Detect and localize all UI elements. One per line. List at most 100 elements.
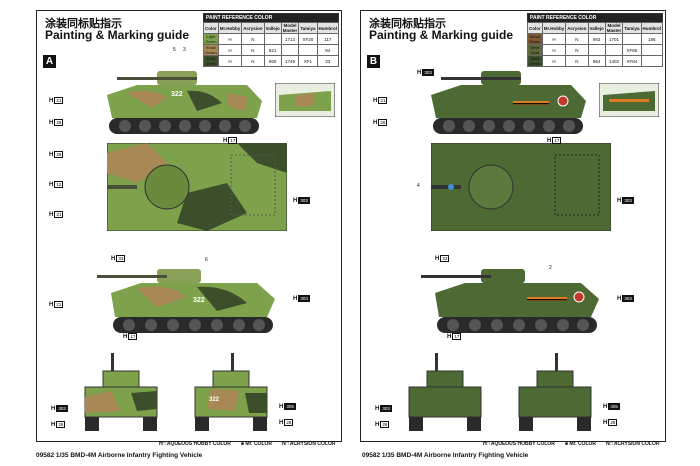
color-swatch: Wood Brown — [527, 33, 543, 45]
paint-reference-title: PAINT REFERENCE COLOR — [527, 13, 663, 23]
cell: XF1 — [298, 55, 318, 67]
vehicle-side-view-lower — [421, 269, 599, 333]
vehicle-side-view-green — [431, 71, 586, 134]
detail-inset — [599, 83, 659, 117]
color-swatch: Olive Drab — [527, 44, 543, 56]
cell — [280, 44, 300, 56]
cell: 964 — [587, 55, 606, 67]
vehicle-rear-view — [518, 353, 592, 431]
cell: 1713 — [280, 33, 300, 45]
vehicle-number: 322 — [209, 397, 220, 403]
table-row: Khaki Brown H N 821 84 — [203, 44, 339, 56]
panel-letter: A — [43, 55, 56, 68]
cell: 117 — [316, 33, 339, 45]
cell: H — [541, 33, 567, 45]
cell: 983 — [587, 33, 606, 45]
cell: N — [241, 44, 265, 56]
cell: XF20 — [298, 33, 318, 45]
color-swatch: Light Green — [203, 33, 219, 45]
paint-reference-title: PAINT REFERENCE COLOR — [203, 13, 339, 23]
cell: N — [241, 55, 265, 67]
col-header: Tamiya — [622, 22, 642, 34]
legend-mr-color: ■ Mr. COLOR — [564, 441, 596, 447]
cell: N — [565, 55, 589, 67]
cell: N — [241, 33, 265, 45]
table-row: Light Green H N 1713 XF20 117 — [203, 33, 339, 45]
cell — [298, 44, 318, 56]
col-header: Model Master — [280, 22, 300, 34]
cell — [263, 33, 282, 45]
cell: 1749 — [280, 55, 300, 67]
footer-left: 09582 1/35 BMD-4M Airborne Infantry Figh… — [36, 452, 203, 459]
cell: 1402 — [604, 55, 624, 67]
col-header: Tamiya — [298, 22, 318, 34]
cell: 186 — [640, 33, 663, 45]
callout-4: 4 — [417, 183, 420, 189]
detail-inset — [275, 83, 335, 117]
callout-3: 3 — [183, 47, 186, 53]
col-header: Color — [527, 22, 543, 34]
cell — [587, 44, 606, 56]
cell: N — [565, 33, 589, 45]
footer-right: 09582 1/35 BMD-4M Airborne Infantry Figh… — [362, 452, 529, 459]
legend-acrysion: N□ ACRYSION COLOR — [606, 441, 660, 447]
cell: 84 — [316, 44, 339, 56]
cell — [640, 44, 663, 56]
cell: 950 — [263, 55, 282, 67]
legend-acrysion: N□ ACRYSION COLOR — [282, 441, 336, 447]
col-header: Humbrol — [316, 22, 339, 34]
cell — [604, 44, 624, 56]
table-row: Dark Green H N 950 1749 XF1 33 — [203, 55, 339, 67]
vehicle-front-view — [84, 353, 158, 431]
cell: XF84 — [622, 55, 642, 67]
col-header: Acrysion — [565, 22, 589, 34]
paint-reference-table: PAINT REFERENCE COLOR Color Mr.Hobby Acr… — [527, 13, 663, 67]
paint-legend: H□ AQUEOUS HOBBY COLOR ■ Mr. COLOR N□ AC… — [159, 441, 335, 447]
legend-mr-color: ■ Mr. COLOR — [240, 441, 272, 447]
cell: XF85 — [622, 44, 642, 56]
title-english: Painting & Marking guide — [369, 28, 514, 42]
cell: H — [217, 44, 243, 56]
col-header: Mr.Hobby — [541, 22, 567, 34]
painting-guide-sheet-a: 涂装同标贴指示 Painting & Marking guide A PAINT… — [36, 10, 342, 447]
vehicle-top-view — [431, 143, 611, 231]
paint-reference-table: PAINT REFERENCE COLOR Color Mr.Hobby Acr… — [203, 13, 339, 67]
cell — [622, 33, 642, 45]
callout-2: 2 — [549, 265, 552, 271]
vehicle-rear-view — [194, 353, 268, 431]
col-header: Vallejo — [263, 22, 282, 34]
vehicle-side-view-lower — [97, 269, 275, 333]
vehicle-side-view-camo — [107, 71, 262, 134]
painting-guide-sheet-b: 涂装同标贴指示 Painting & Marking guide B PAINT… — [360, 10, 666, 447]
legend-aqueous: H□ AQUEOUS HOBBY COLOR — [483, 441, 555, 447]
col-header: Mr.Hobby — [217, 22, 243, 34]
vehicle-number: 322 — [171, 91, 183, 98]
col-header: Color — [203, 22, 219, 34]
cell: N — [565, 44, 589, 56]
col-header: Model Master — [604, 22, 624, 34]
